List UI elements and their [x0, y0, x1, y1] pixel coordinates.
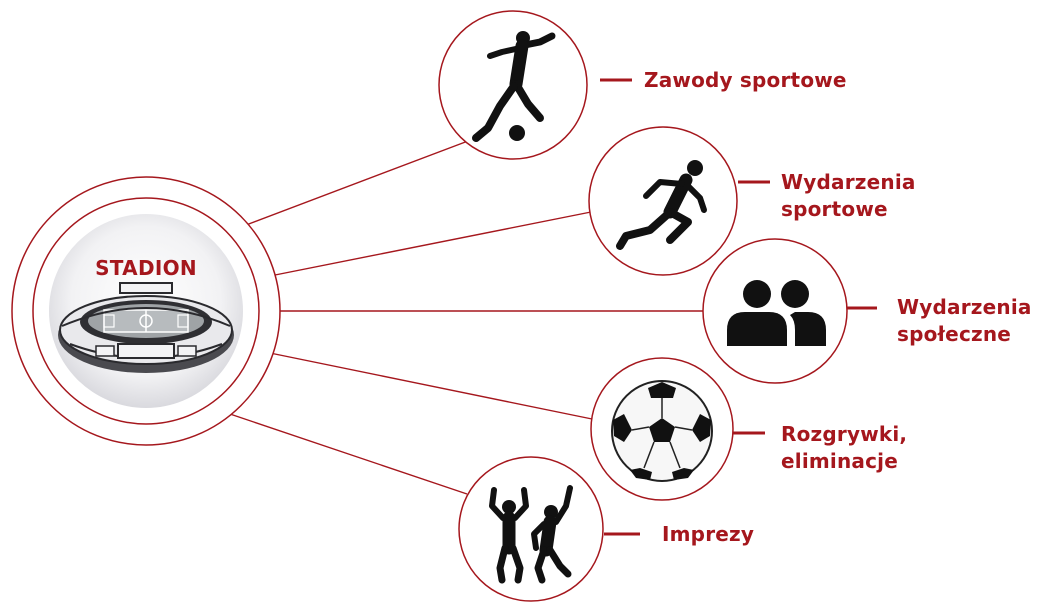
label-line: sportowe [781, 197, 888, 221]
label-zawody-sportowe: Zawody sportowe [644, 67, 847, 94]
label-wydarzenia-spoleczne: Wydarzenia społeczne [897, 294, 1032, 348]
satellite-circle-3 [702, 238, 848, 384]
connector-line-4 [269, 352, 593, 420]
connector-lines [229, 140, 706, 495]
sprinter-running-icon [616, 160, 707, 250]
connector-line-5 [229, 413, 468, 495]
label-line: eliminacje [781, 449, 898, 473]
label-line: Zawody sportowe [644, 68, 847, 92]
satellite-circle-2 [588, 126, 738, 276]
label-line: społeczne [897, 322, 1012, 346]
label-line: Wydarzenia [897, 295, 1032, 319]
satellite-circle-5 [458, 456, 604, 602]
connector-line-1 [245, 140, 469, 226]
stadium-icon [58, 282, 234, 373]
dancing-people-icon [489, 485, 573, 584]
stadion-hub [11, 176, 281, 446]
label-ticks [600, 78, 877, 536]
label-line: Rozgrywki, [781, 422, 908, 446]
group-of-people-icon [727, 280, 826, 346]
label-wydarzenia-sportowe: Wydarzenia sportowe [781, 169, 916, 223]
hub-title: STADION [95, 256, 197, 280]
label-rozgrywki-eliminacje: Rozgrywki, eliminacje [781, 421, 907, 475]
label-imprezy: Imprezy [662, 521, 754, 548]
label-line: Imprezy [662, 522, 755, 546]
football-player-kicking-icon [472, 31, 556, 142]
connector-line-2 [269, 211, 592, 277]
label-line: Wydarzenia [781, 170, 916, 194]
soccer-ball-icon [611, 380, 713, 482]
